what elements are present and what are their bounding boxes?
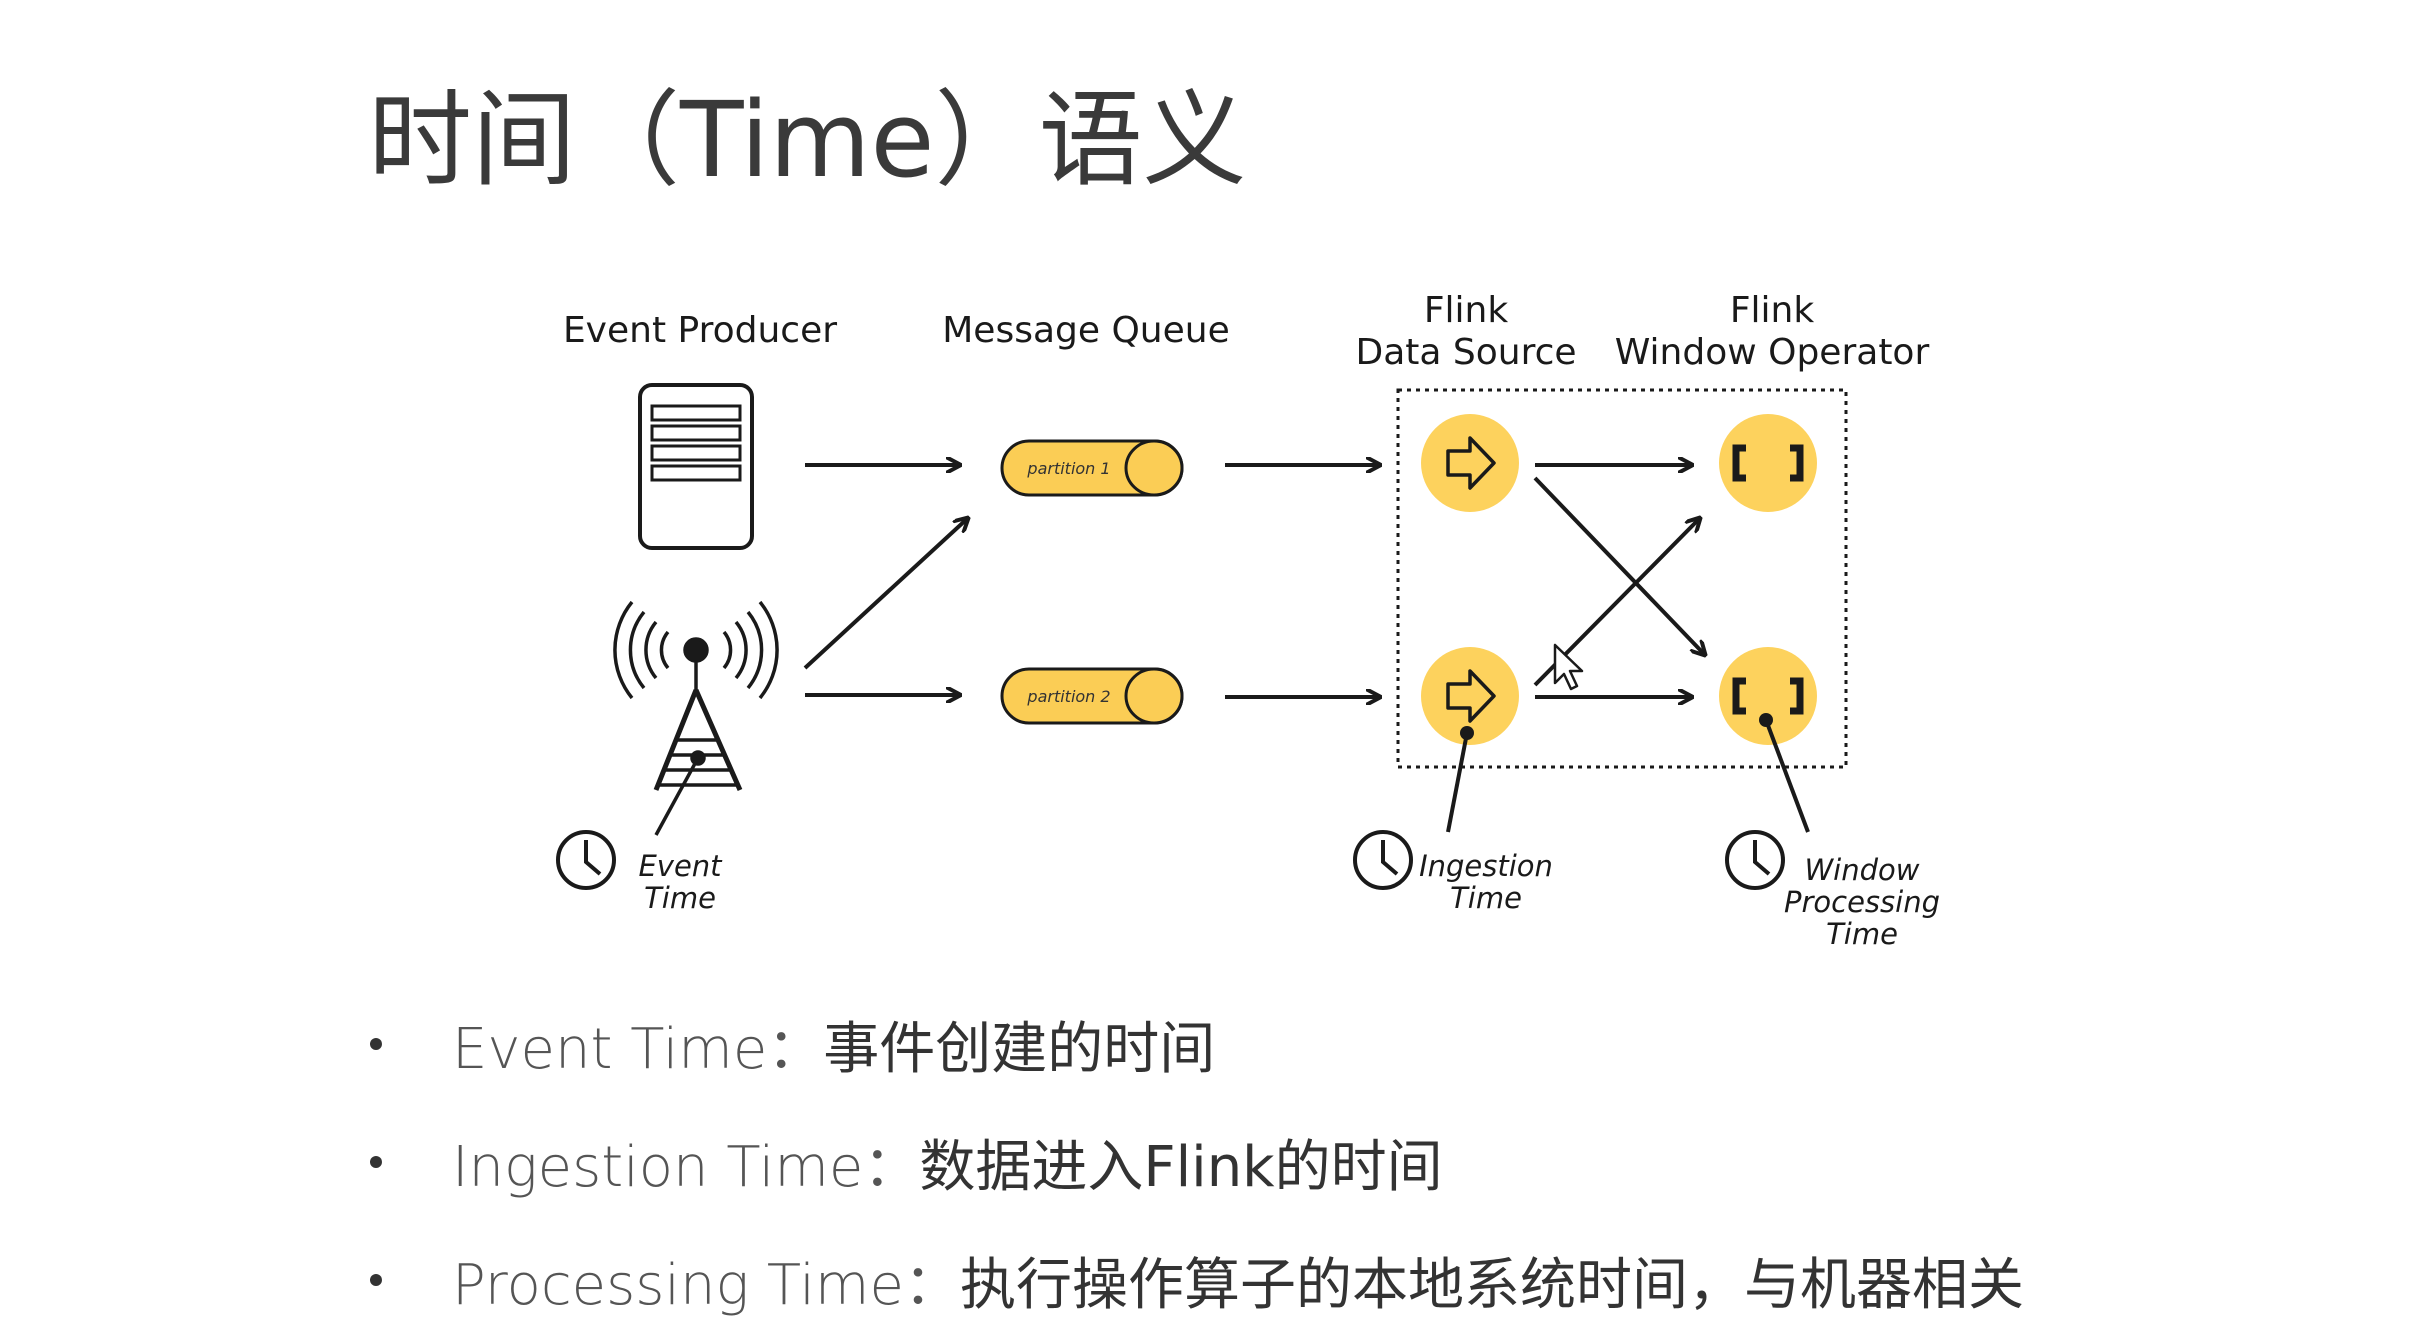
partition-1: partition 1 <box>1000 439 1184 497</box>
arrow-right-icon <box>1446 436 1496 490</box>
header-data-source-line1: Flink <box>1424 290 1509 331</box>
bullet-term: Processing Time： <box>452 1252 960 1318</box>
header-data-source-line2: Data Source <box>1355 332 1576 373</box>
ingestion-time-label-line1: Ingestion <box>1419 849 1553 883</box>
flink-boundary <box>1396 388 1848 769</box>
header-window-operator-line1: Flink <box>1730 290 1815 331</box>
bullet-processing-time: Processing Time： 执行操作算子的本地系统时间，与机器相关 <box>370 1221 2024 1339</box>
arrow-right-icon <box>1446 669 1496 723</box>
slide-title: 时间（Time）语义 <box>368 79 1247 201</box>
bullet-dot <box>370 1038 382 1050</box>
arrow-source1-to-window2 <box>1533 476 1705 655</box>
data-source-node-2 <box>1421 647 1519 745</box>
pointer-window-processing <box>1764 719 1810 833</box>
event-time-label-line2: Time <box>644 881 716 915</box>
clock-icon <box>1725 830 1785 890</box>
bullet-description: 数据进入Flink的时间 <box>919 1134 1443 1200</box>
mouse-cursor-icon <box>1553 643 1584 691</box>
data-source-node-1 <box>1421 414 1519 512</box>
partition-1-label: partition 1 <box>1026 459 1110 478</box>
bullet-description: 执行操作算子的本地系统时间，与机器相关 <box>959 1252 2024 1318</box>
partition-2-label: partition 2 <box>1026 687 1110 706</box>
window-operator-node-1 <box>1719 414 1817 512</box>
header-message-queue: Message Queue <box>942 310 1230 351</box>
clock-icon <box>556 830 616 890</box>
window-operator-node-2 <box>1719 647 1817 745</box>
partition-2: partition 2 <box>1000 667 1184 725</box>
bullet-term: Event Time： <box>452 1016 824 1082</box>
bullet-dot <box>370 1274 382 1286</box>
header-event-producer: Event Producer <box>563 310 837 351</box>
window-processing-time-label-line2: Processing <box>1784 885 1940 919</box>
header-window-operator-line2: Window Operator <box>1615 332 1930 373</box>
bracket-window-icon <box>1732 444 1804 482</box>
bullet-term: Ingestion Time： <box>452 1134 920 1200</box>
clock-icon <box>1353 830 1413 890</box>
window-processing-time-label-line3: Time <box>1826 917 1898 951</box>
antenna-tower-icon <box>613 600 779 836</box>
bracket-window-icon <box>1732 677 1804 715</box>
server-icon <box>638 383 754 550</box>
bullet-ingestion-time: Ingestion Time： 数据进入Flink的时间 <box>370 1103 2024 1221</box>
bullet-event-time: Event Time： 事件创建的时间 <box>370 985 2024 1103</box>
bullet-description: 事件创建的时间 <box>823 1016 1216 1082</box>
ingestion-time-label-line2: Time <box>1450 881 1522 915</box>
arrow-antenna-to-partition1 <box>803 518 968 670</box>
event-time-label-line1: Event <box>638 849 723 883</box>
bullet-dot <box>370 1156 382 1168</box>
time-definitions-list: Event Time： 事件创建的时间 Ingestion Time： 数据进入… <box>370 985 2024 1339</box>
window-processing-time-label-line1: Window <box>1805 853 1920 887</box>
pointer-ingestion <box>1446 732 1469 833</box>
